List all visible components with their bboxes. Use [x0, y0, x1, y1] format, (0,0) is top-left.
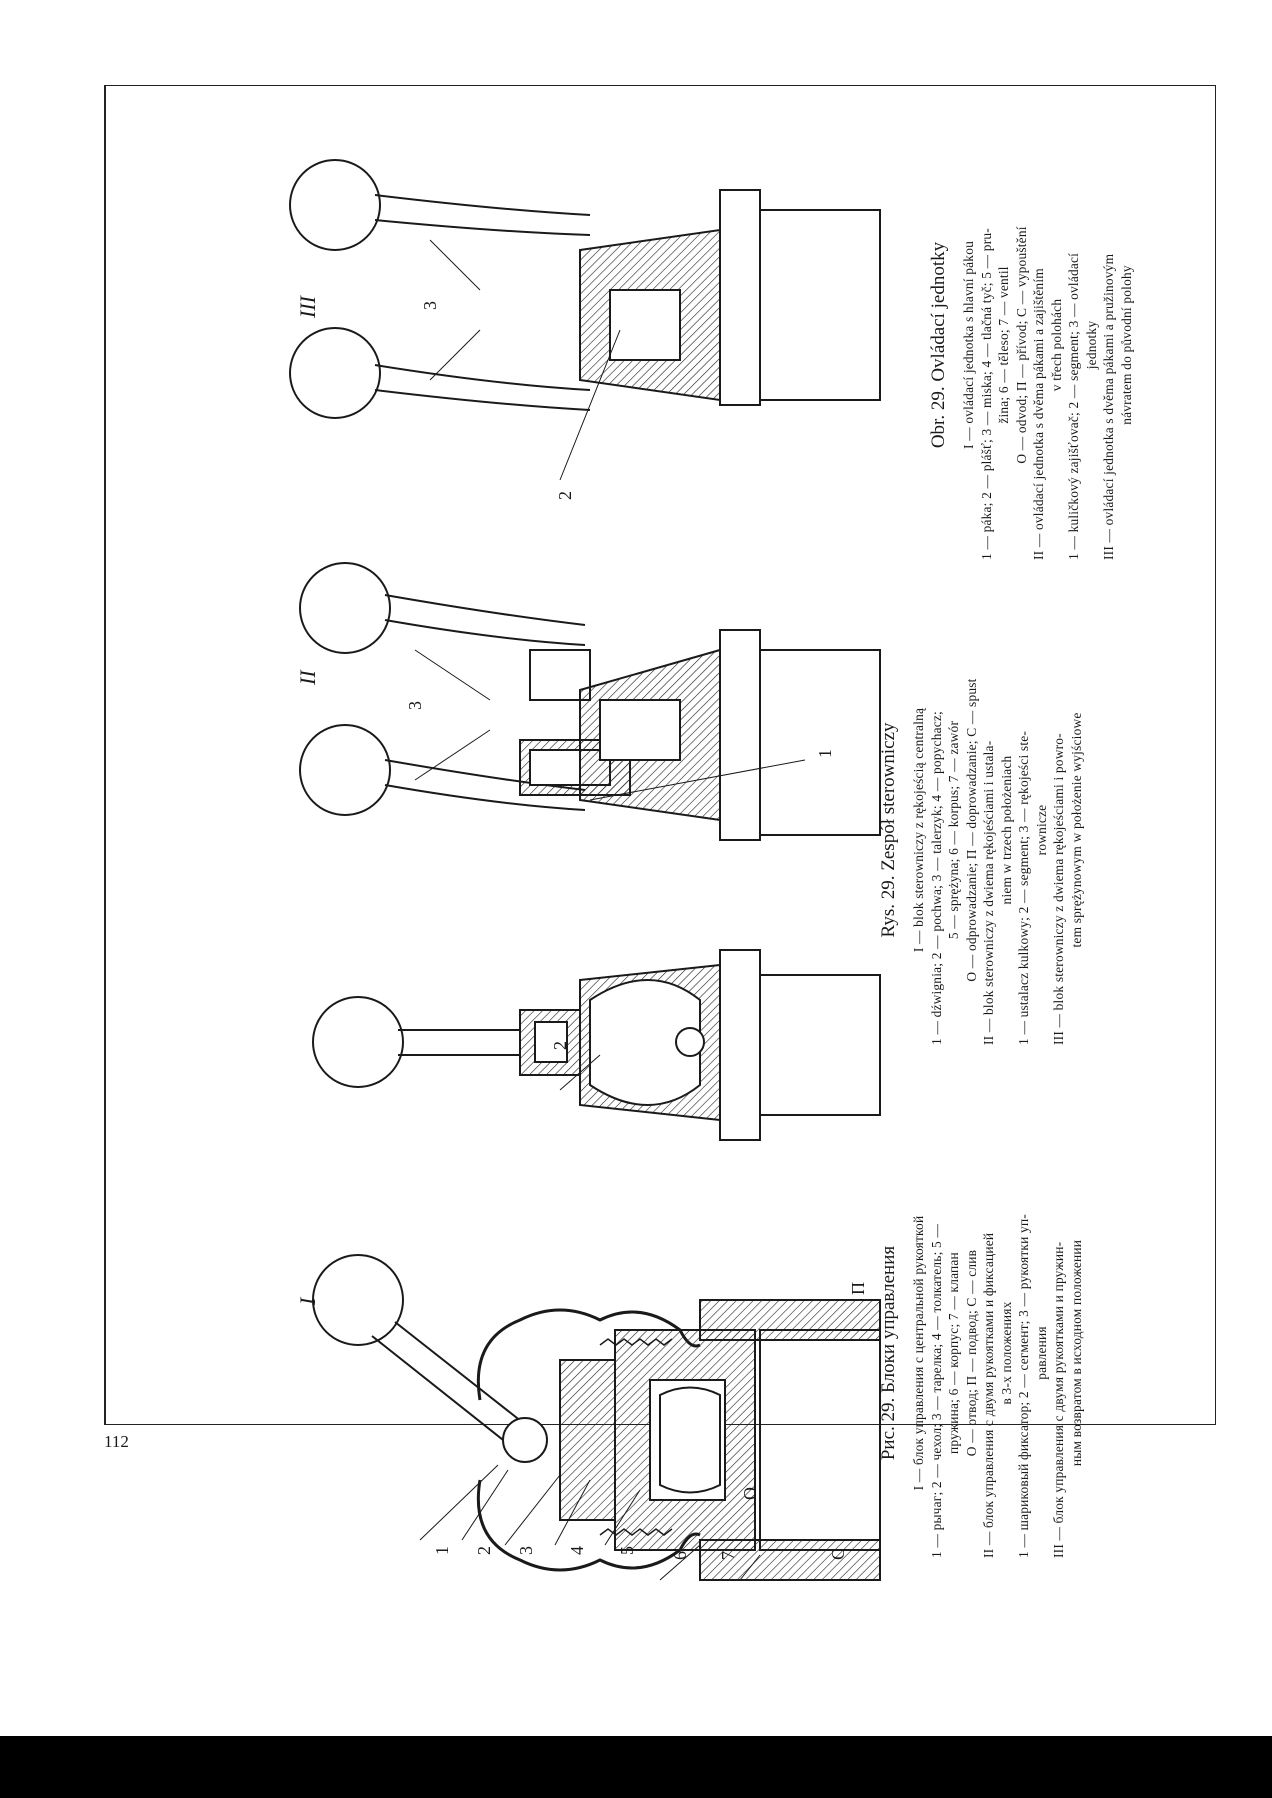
caption-russian-title: Рис. 29. Блоки управления — [878, 1245, 899, 1461]
part-number-2-three: 2 — [555, 491, 575, 500]
caption-polish-line: O — odprowadzanie; П — doprowadzanie; C … — [963, 678, 979, 982]
caption-czech-line: I — ovládací jednotka s hlavní pákou — [961, 241, 976, 450]
caption-czech-line: 1 — kuličkový zajišťovač; 2 — segment; 3… — [1066, 252, 1081, 560]
part-number-1-two: 1 — [815, 749, 835, 758]
caption-czech-line: jednotky — [1083, 320, 1099, 370]
caption-polish-line: 1 — ustalacz kulkowy; 2 — segment; 3 — r… — [1016, 730, 1031, 1045]
caption-russian-line: 1 — рычаг; 2 — чехол; 3 — тарелка; 4 — т… — [928, 1223, 944, 1558]
caption-polish-line: rownicze — [1033, 804, 1049, 856]
port-label-p: П — [848, 1282, 868, 1295]
drawing-one-central-lever — [312, 1254, 881, 1581]
drawing-two-two-levers-detent — [299, 562, 881, 841]
part-number-4: 4 — [567, 1546, 587, 1555]
port-label-c: C — [828, 1547, 848, 1560]
caption-czech-line: O — odvod; П — přívod; C — vypouštění — [1013, 226, 1029, 464]
part-number-6: 6 — [670, 1551, 690, 1560]
caption-russian-line: 1 — шариковый фиксатор; 2 — сегмент; 3 —… — [1016, 1214, 1031, 1558]
caption-czech-title: Obr. 29. Ovládací jednotky — [928, 241, 949, 449]
drawing-single-knob-detail — [312, 949, 881, 1141]
caption-czech-line: žina; 6 — těleso; 7 — ventil — [996, 266, 1011, 424]
caption-czech: Obr. 29. Ovládací jednotky I — ovládací … — [928, 130, 1135, 560]
caption-czech-line: návratem do původní polohy — [1118, 265, 1134, 425]
caption-czech-line: 1 — páka; 2 — plášť; 3 — miska; 4 — tlač… — [978, 228, 994, 560]
caption-czech-line: v třech polohách — [1048, 298, 1064, 392]
caption-czech-line: III — ovládací jednotka s dvěma pákami a… — [1101, 253, 1116, 560]
caption-polish: Rys. 29. Zespół sterowniczy I — blok ste… — [878, 615, 1085, 1045]
caption-russian-line: пружина; 6 — корпус; 7 — клапан — [946, 1252, 961, 1454]
caption-polish-title: Rys. 29. Zespół sterowniczy — [878, 722, 899, 938]
part-number-2: 2 — [474, 1546, 494, 1555]
caption-russian: Рис. 29. Блоки управления I — блок управ… — [878, 1148, 1085, 1558]
part-number-3-three: 3 — [420, 301, 440, 310]
part-number-5: 5 — [617, 1546, 637, 1555]
port-label-o: O — [740, 1487, 760, 1500]
caption-russian-line: II — блок управления с двумя рукоятками … — [981, 1232, 996, 1558]
part-number-7: 7 — [718, 1551, 738, 1560]
caption-polish-line: III — blok sterowniczy z dwiema rękojeśc… — [1051, 733, 1066, 1045]
caption-russian-line: ным возвратом в исходном положении — [1068, 1239, 1084, 1467]
caption-polish-line: II — blok sterowniczy z dwiema rękojeści… — [981, 740, 996, 1045]
part-number-1: 1 — [432, 1546, 452, 1555]
caption-russian-line: в 3-х положениях — [998, 1301, 1014, 1405]
caption-russian-line: О — отвод; П — подвод; С — слив — [963, 1249, 979, 1457]
caption-russian-line: равления — [1033, 1326, 1049, 1380]
figure-label-three: III — [295, 296, 320, 318]
caption-polish-line: niem w trzech położeniach — [998, 755, 1014, 905]
figure-label-one: I — [295, 1297, 320, 1305]
caption-polish-line: I — blok sterowniczy z rękojeścią centra… — [911, 707, 926, 953]
caption-czech-line: II — ovládací jednotka s dvěma pákami a … — [1031, 268, 1046, 560]
drawing-three-two-levers-spring — [289, 159, 881, 481]
caption-polish-line: 5 — sprężyna; 6 — korpus; 7 — zawór — [946, 720, 961, 940]
scan-bottom-bar — [0, 1736, 1272, 1798]
caption-russian-line: III — блок управления с двумя рукоятками… — [1051, 1241, 1066, 1558]
caption-polish-line: 1 — dźwignia; 2 — pochwa; 3 — talerzyk; … — [928, 711, 944, 1045]
caption-russian-line: I — блок управления с центральной рукоят… — [911, 1215, 926, 1491]
figure-label-two: II — [295, 670, 320, 685]
part-number-3-two: 3 — [405, 701, 425, 710]
page-number: 112 — [104, 1432, 129, 1451]
caption-polish-line: tem sprężynowym w położenie wyjściowe — [1068, 712, 1084, 948]
part-number-2-single: 2 — [550, 1041, 570, 1050]
part-number-3: 3 — [516, 1546, 536, 1555]
